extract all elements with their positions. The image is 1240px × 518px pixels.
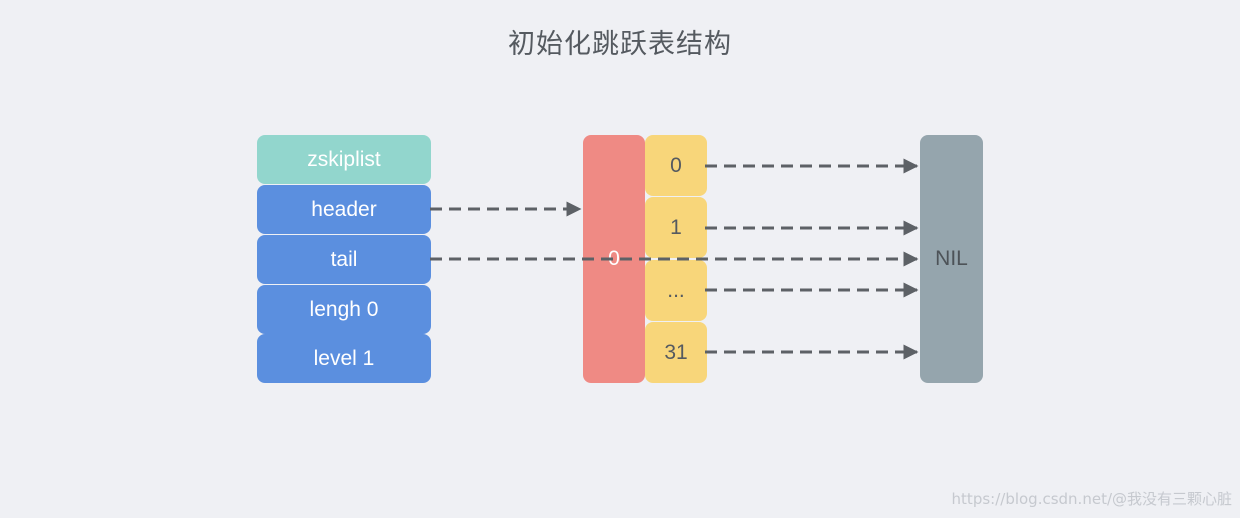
field-header: header [257,185,431,234]
field-length: lengh 0 [257,285,431,334]
level-31: 31 [645,322,707,383]
nil-label: NIL [935,247,968,270]
level-1: 1 [645,197,707,258]
watermark: https://blog.csdn.net/@我没有三颗心脏 [951,490,1232,508]
level-0: 0 [645,135,707,196]
diagram-title: 初始化跳跃表结构 [508,29,732,60]
level-ellipsis: ... [645,260,707,321]
header-node-label: 0 [608,247,620,270]
zskiplist-label: zskiplist [257,135,431,184]
field-tail: tail [257,235,431,284]
field-level: level 1 [257,334,431,383]
nil-node: NIL [920,135,983,383]
